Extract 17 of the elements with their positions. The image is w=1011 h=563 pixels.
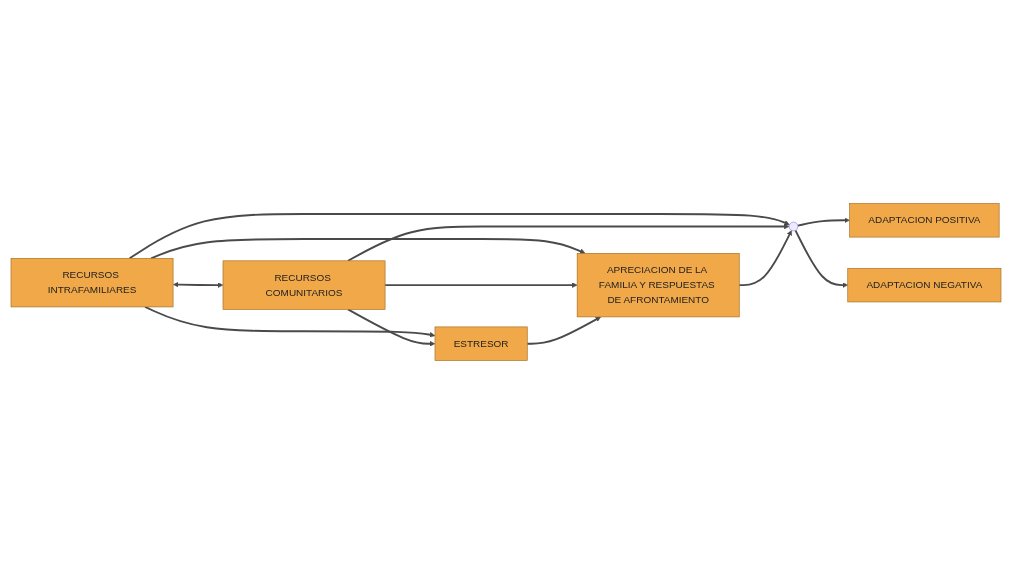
process-box: ADAPTACION NEGATIVA <box>846 267 1001 302</box>
arrow <box>796 217 850 227</box>
junction-dot <box>788 221 798 231</box>
process-box: APRECIACION DE LA FAMILIA Y RESPUESTAS DE AFRONTAMIENTO <box>576 252 740 317</box>
arrow <box>794 228 848 288</box>
process-box: RECURSOS COMUNITARIOS <box>222 260 385 310</box>
process-box: ADAPTACION POSITIVA <box>848 202 999 237</box>
arrow <box>172 281 223 288</box>
arrow <box>128 212 790 259</box>
process-box: ESTRESOR <box>434 326 528 361</box>
process-box: RECURSOS INTRAFAMILIARES <box>10 257 173 307</box>
arrow <box>737 229 792 286</box>
arrow <box>383 281 577 288</box>
arrow <box>525 316 601 345</box>
arrow <box>143 305 435 337</box>
arrow <box>346 308 435 346</box>
arrow <box>346 223 789 262</box>
